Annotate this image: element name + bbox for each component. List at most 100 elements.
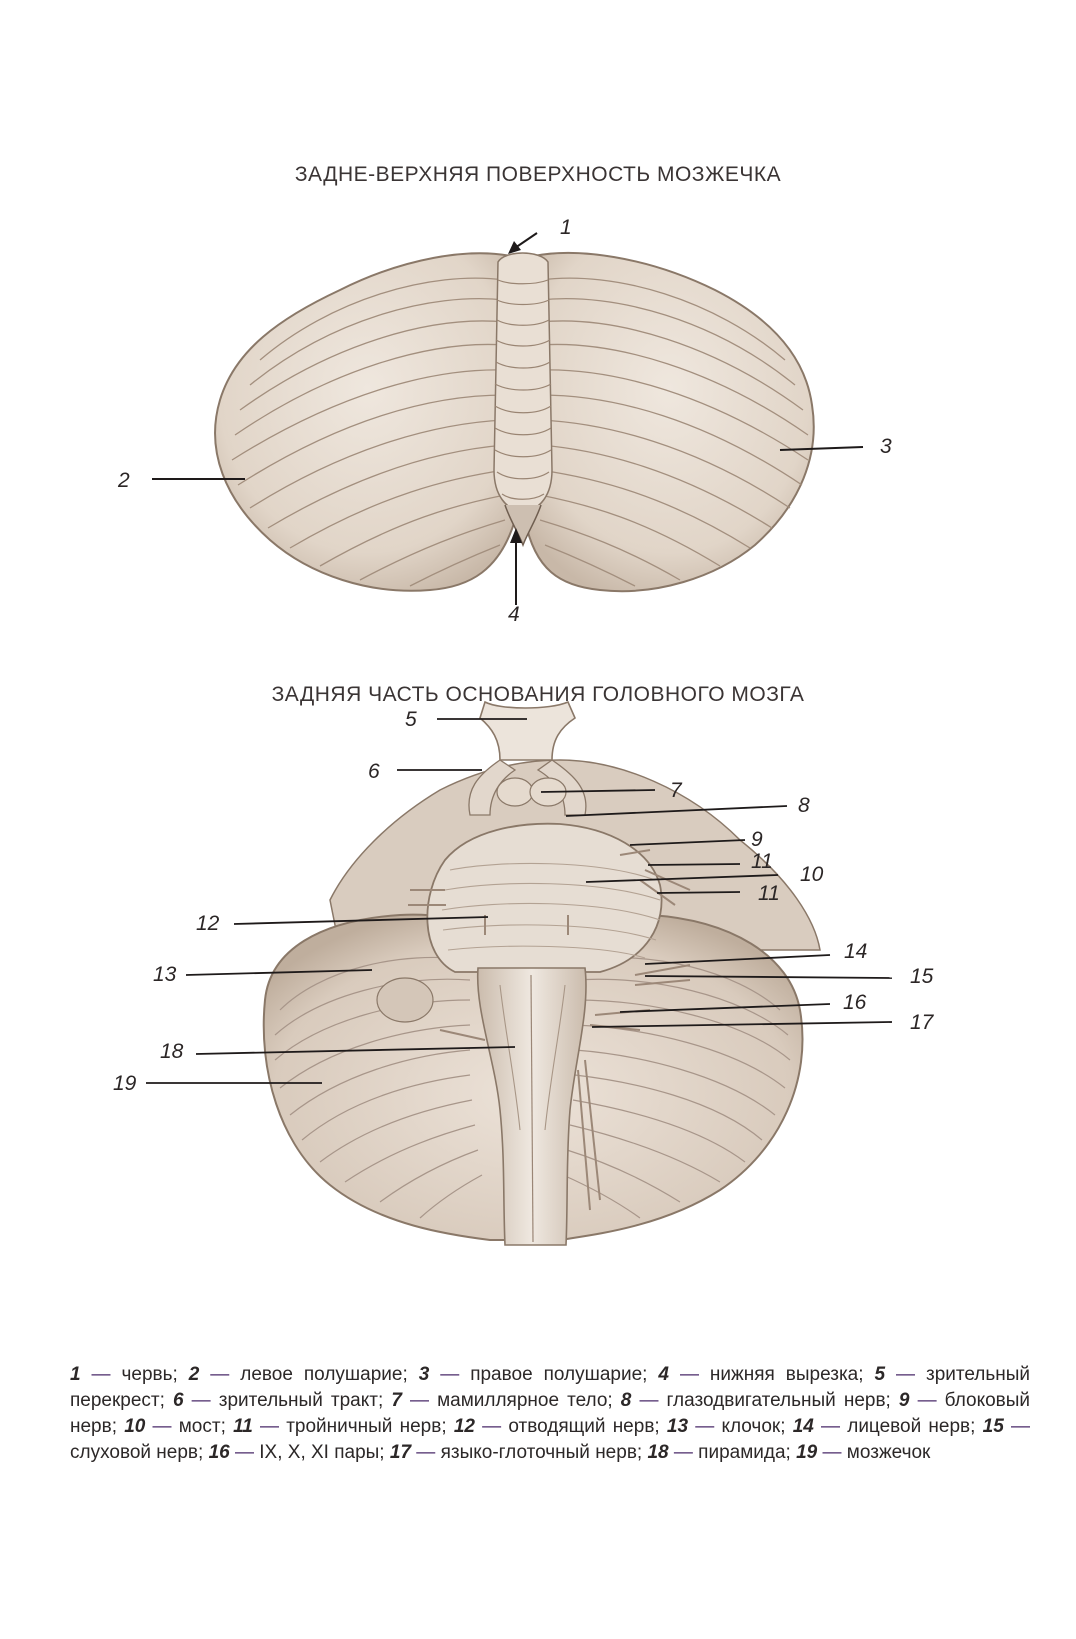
- label-16: 16: [843, 991, 867, 1014]
- legend-dash: —: [401, 1390, 429, 1411]
- legend-dash: —: [817, 1442, 842, 1463]
- legend-text: лицевой нерв;: [840, 1416, 983, 1437]
- legend-dash: —: [474, 1416, 502, 1437]
- legend-number: 6: [173, 1390, 184, 1411]
- legend-text: зрительный перекрест;: [70, 1364, 1031, 1411]
- left-hemisphere: [214, 252, 522, 592]
- legend-text: клочок;: [714, 1416, 793, 1437]
- label-11-upper: 11: [751, 850, 773, 873]
- legend-text: правое полушарие;: [459, 1364, 659, 1385]
- legend-dash: —: [1003, 1416, 1030, 1437]
- pyramid: [499, 984, 521, 1131]
- pons: [426, 822, 663, 973]
- label-15: 15: [910, 965, 934, 988]
- legend-text: IX, X, XI пары;: [253, 1442, 390, 1463]
- legend: 1 — червь; 2 — левое полушарие; 3 — прав…: [70, 1362, 1030, 1466]
- legend-text: мамиллярное тело;: [429, 1390, 621, 1411]
- vermis-folia: [494, 279, 552, 500]
- legend-text: мост;: [171, 1416, 234, 1437]
- legend-dash: —: [429, 1364, 460, 1385]
- legend-text: нижняя вырезка;: [698, 1364, 875, 1385]
- legend-number: 14: [792, 1416, 814, 1437]
- label-8: 8: [798, 794, 810, 817]
- cerebellum-superior-view: [214, 252, 815, 593]
- legend-number: 9: [898, 1390, 910, 1411]
- label-19: 19: [113, 1072, 137, 1095]
- label-3: 3: [880, 435, 892, 458]
- legend-text: тройничный нерв;: [279, 1416, 454, 1437]
- legend-dash: —: [229, 1442, 254, 1463]
- legend-number: 19: [796, 1442, 818, 1463]
- legend-text: глазодвигательный нерв;: [658, 1390, 899, 1411]
- legend-text: мозжечок: [841, 1442, 931, 1463]
- legend-number: 10: [124, 1416, 146, 1437]
- vermis: [493, 252, 553, 513]
- pyramid-right: [544, 984, 566, 1131]
- legend-number: 2: [188, 1364, 200, 1385]
- legend-text: левое полушарие;: [229, 1364, 419, 1385]
- label-18: 18: [160, 1040, 184, 1063]
- legend-text: червь;: [110, 1364, 189, 1385]
- legend-dash: —: [909, 1390, 937, 1411]
- legend-text: пирамида;: [692, 1442, 797, 1463]
- legend-number: 16: [208, 1442, 230, 1463]
- top-figure-title: ЗАДНЕ-ВЕРХНЯЯ ПОВЕРХНОСТЬ МОЗЖЕЧКА: [294, 163, 782, 186]
- legend-number: 17: [389, 1442, 412, 1463]
- legend-dash: —: [688, 1416, 715, 1437]
- legend-dash: —: [411, 1442, 436, 1463]
- label-6: 6: [368, 760, 380, 783]
- legend-text: слуховой нерв;: [70, 1442, 209, 1463]
- legend-dash: —: [145, 1416, 172, 1437]
- top-leaders: [152, 232, 864, 605]
- legend-dash: —: [885, 1364, 916, 1385]
- pons-striations: [441, 862, 661, 959]
- label-4: 4: [508, 603, 520, 626]
- label-17: 17: [910, 1011, 935, 1034]
- legend-text: блоковый нерв;: [70, 1390, 1031, 1437]
- legend-number: 13: [666, 1416, 689, 1437]
- anterior-median-fissure: [530, 974, 534, 1243]
- legend-dash: —: [183, 1390, 211, 1411]
- optic-chiasm: [479, 700, 577, 761]
- right-folia: [539, 277, 809, 587]
- legend-dash: —: [813, 1416, 841, 1437]
- legend-text: отводящий нерв;: [501, 1416, 667, 1437]
- label-12: 12: [196, 912, 220, 935]
- legend-number: 11: [233, 1416, 253, 1437]
- legend-dash: —: [668, 1442, 693, 1463]
- legend-number: 15: [982, 1416, 1004, 1437]
- optic-tract: [468, 759, 517, 816]
- legend-number: 5: [874, 1364, 886, 1385]
- label-11-lower: 11: [758, 882, 780, 905]
- label-5: 5: [405, 708, 417, 731]
- left-folia: [231, 277, 506, 587]
- legend-dash: —: [252, 1416, 279, 1437]
- mammillary-body: [496, 777, 534, 807]
- posterior-notch: [504, 504, 542, 548]
- legend-number: 8: [620, 1390, 632, 1411]
- label-14: 14: [844, 940, 867, 963]
- legend-text: зрительный тракт;: [210, 1390, 392, 1411]
- bottom-figure-title: ЗАДНЯЯ ЧАСТЬ ОСНОВАНИЯ ГОЛОВНОГО МОЗГА: [271, 683, 805, 706]
- legend-number: 4: [658, 1364, 669, 1385]
- legend-number: 1: [70, 1364, 81, 1385]
- legend-dash: —: [669, 1364, 699, 1385]
- label-1: 1: [560, 216, 572, 239]
- legend-number: 18: [647, 1442, 669, 1463]
- label-13: 13: [153, 963, 177, 986]
- legend-text: языко-глоточный нерв;: [435, 1442, 648, 1463]
- legend-dash: —: [631, 1390, 659, 1411]
- flocculus: [376, 977, 434, 1023]
- legend-dash: —: [80, 1364, 111, 1385]
- legend-dash: —: [199, 1364, 230, 1385]
- legend-number: 7: [391, 1390, 402, 1411]
- legend-number: 3: [418, 1364, 430, 1385]
- right-hemisphere: [524, 252, 815, 593]
- legend-number: 12: [453, 1416, 475, 1437]
- label-2: 2: [117, 469, 130, 492]
- label-10: 10: [800, 863, 824, 886]
- label-9: 9: [751, 828, 763, 851]
- label-7: 7: [670, 779, 683, 802]
- bottom-leaders: [146, 718, 893, 1084]
